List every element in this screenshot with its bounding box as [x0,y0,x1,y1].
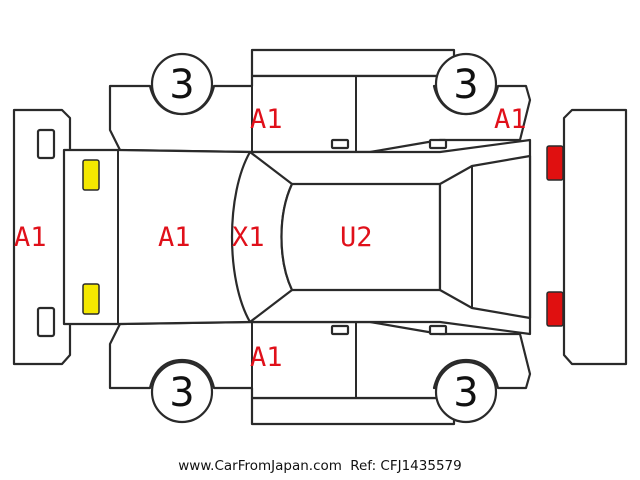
rear-light-lower [546,291,564,327]
tyre-front-left: 3 [150,52,214,116]
code-front-bumper: A1 [14,222,47,253]
code-windshield: X1 [232,222,265,253]
rear-bumper [562,108,628,366]
code-right-front-door: A1 [250,342,283,373]
code-roof: U2 [340,222,373,253]
tyre-front-right-grade: 3 [169,370,194,416]
car-body [62,138,532,336]
tyre-rear-right-grade: 3 [453,370,478,416]
front-bumper [12,108,72,366]
rear-light-upper [546,145,564,181]
tyre-front-left-grade: 3 [169,62,194,108]
code-hood: A1 [158,222,191,253]
code-rear: A1 [494,104,527,135]
tyre-rear-left-grade: 3 [453,62,478,108]
tyre-rear-right: 3 [434,360,498,424]
tyre-rear-left: 3 [434,52,498,116]
tyre-front-right: 3 [150,360,214,424]
site-url: www.CarFromJapan.com [178,458,342,474]
front-light-lower [82,283,100,315]
watermark-footer: www.CarFromJapan.com Ref: CFJ1435579 [0,458,640,474]
reference-number: Ref: CFJ1435579 [350,458,462,474]
front-light-upper [82,159,100,191]
upper-side-panel [108,48,532,154]
lower-side-panel [108,320,532,426]
code-left-front-door: A1 [250,104,283,135]
